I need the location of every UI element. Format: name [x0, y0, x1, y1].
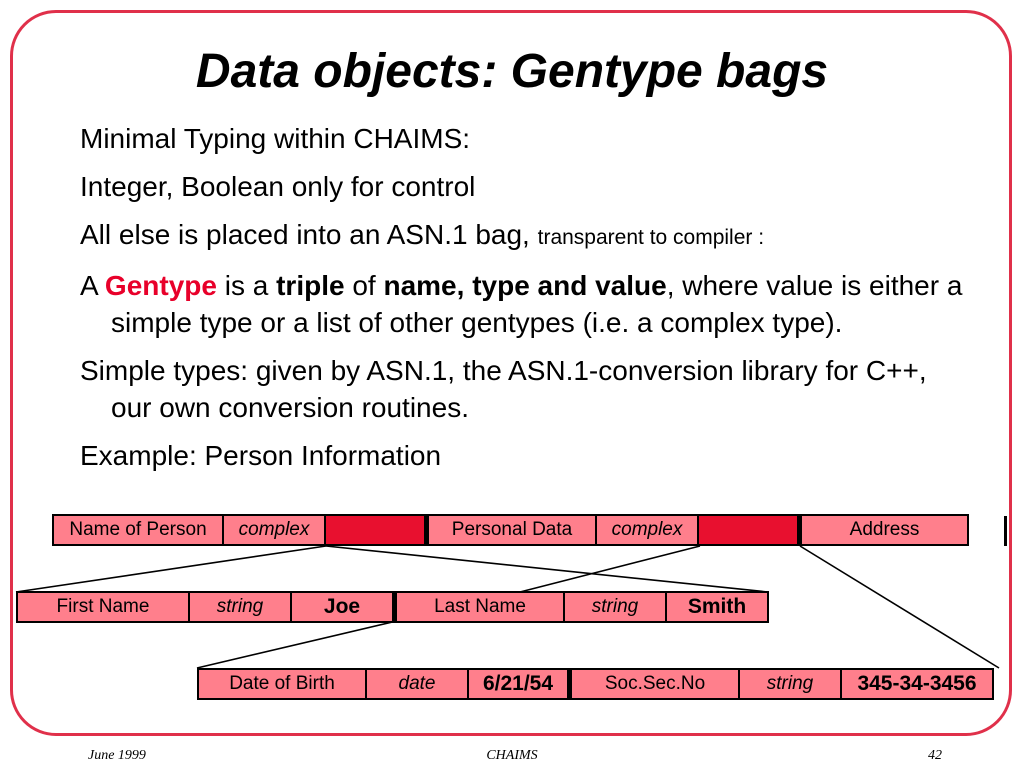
cell-value-dob: 6/21/54: [469, 670, 567, 698]
bullet-example: Example: Person Information: [80, 440, 442, 471]
gentype-text-b: is a: [216, 270, 277, 301]
cell-address: Address: [802, 516, 967, 544]
bullet-asn1-bag: All else is placed into an ASN.1 bag, tr…: [80, 216, 970, 256]
connector-line: [799, 545, 1000, 669]
gentype-text-a: A: [80, 270, 105, 301]
gentype-row-name: First Name string Joe Last Name string S…: [16, 591, 769, 623]
bullet-minimal-typing: Minimal Typing within CHAIMS:: [80, 123, 471, 154]
cell-value-ssn: 345-34-3456: [842, 670, 992, 698]
cell-type-string: string: [190, 593, 290, 621]
cell-value-pointer: [699, 516, 797, 544]
cell-soc-sec-no: Soc.Sec.No: [572, 670, 738, 698]
bullet-gentype-definition: A Gentype is a triple of name, type and …: [80, 267, 970, 341]
cell-type-string: string: [565, 593, 665, 621]
footer-date: June 1999: [88, 748, 146, 763]
cell-type-complex: complex: [224, 516, 324, 544]
bullet-simple-types: Simple types: given by ASN.1, the ASN.1-…: [80, 355, 927, 423]
gentype-term: Gentype: [104, 270, 217, 301]
cell-value-smith: Smith: [667, 593, 767, 621]
slide-title: Data objects: Gentype bags: [195, 45, 829, 98]
cell-name-of-person: Name of Person: [54, 516, 222, 544]
gentype-text-d: , where value is either a simple type or…: [111, 270, 963, 338]
cell-type-complex: complex: [597, 516, 697, 544]
connector-line: [15, 545, 327, 593]
footer-center: CHAIMS: [486, 748, 538, 763]
bullet-integer-boolean: Integer, Boolean only for control: [80, 171, 476, 202]
connector-line: [519, 545, 701, 593]
triple-term: triple: [276, 270, 345, 301]
cell-type-string: string: [740, 670, 840, 698]
cell-value-pointer: [326, 516, 424, 544]
footer-page-number: 42: [928, 748, 942, 763]
bullet-asn1-text: All else is placed into an ASN.1 bag,: [80, 219, 538, 250]
name-type-value-term: name, type and value: [383, 270, 667, 301]
gentype-row-person: Name of Person complex Personal Data com…: [52, 514, 969, 546]
slide-body: Minimal Typing within CHAIMS: Integer, B…: [80, 120, 970, 485]
gentype-row-personal-data: Date of Birth date 6/21/54 Soc.Sec.No st…: [197, 668, 994, 700]
cell-value-joe: Joe: [292, 593, 392, 621]
row-continuation-stub: [1004, 516, 1007, 546]
slide-frame: [10, 10, 1012, 736]
connector-line: [325, 545, 769, 593]
gentype-text-c: of: [344, 270, 384, 301]
cell-last-name: Last Name: [397, 593, 563, 621]
cell-personal-data: Personal Data: [429, 516, 595, 544]
bullet-asn1-note: transparent to compiler :: [537, 226, 765, 249]
cell-date-of-birth: Date of Birth: [199, 670, 365, 698]
cell-first-name: First Name: [18, 593, 188, 621]
cell-type-date: date: [367, 670, 467, 698]
